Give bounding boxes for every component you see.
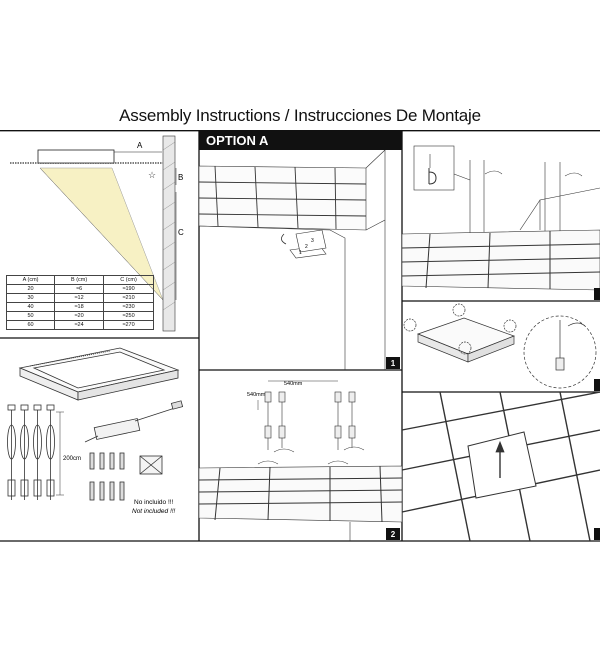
table-row: 30 ≈12 ≈210 [5, 293, 154, 303]
table-header-row: A (cm) B (cm) C (cm) [5, 275, 154, 285]
step-badges [386, 288, 600, 540]
callout-1: 1 [299, 250, 302, 256]
table-cell: ≈24 [54, 320, 105, 330]
not-included-en: Not included !!! [132, 508, 176, 515]
table-cell: ≈210 [103, 293, 154, 303]
page-title: Assembly Instructions / Instrucciones De… [119, 106, 481, 125]
table-cell: ≈18 [54, 302, 105, 312]
step-1-badge: 1 [391, 359, 396, 368]
table-cell: 20 [5, 284, 56, 294]
step5-illustration [401, 391, 600, 542]
step4-illustration [403, 303, 597, 389]
table-cell: 30 [5, 293, 56, 303]
table-row: 60 ≈24 ≈270 [5, 320, 154, 330]
package-contents [7, 347, 184, 501]
callout-2: 2 [305, 244, 308, 250]
beam-diagram: ☆ A B C [10, 135, 184, 332]
table-cell: 50 [5, 311, 56, 321]
table-cell: ≈270 [103, 320, 154, 330]
table-cell: ≈20 [54, 311, 105, 321]
table-cell: ≈6 [54, 284, 105, 294]
table-row: 50 ≈20 ≈250 [5, 311, 154, 321]
not-included-es: No incluido !!! [134, 499, 174, 506]
table-cell: 40 [5, 302, 56, 312]
option-a-label: OPTION A [206, 133, 269, 148]
label-c: C [178, 228, 184, 237]
step3-illustration [401, 145, 600, 291]
table-row: 20 ≈6 ≈190 [5, 284, 154, 294]
label-a: A [137, 141, 143, 150]
table-header: B (cm) [54, 275, 105, 285]
table-cell: ≈230 [103, 302, 154, 312]
table-cell: 60 [5, 320, 56, 330]
option-a-header [199, 130, 402, 150]
instruction-sheet: ☆ A B C [0, 130, 600, 542]
step2-illustration [198, 380, 403, 541]
spacing-horizontal: 540mm [284, 381, 303, 387]
cable-length: 200cm [63, 456, 81, 462]
table-cell: ≈190 [103, 284, 154, 294]
sun-icon: ☆ [148, 170, 156, 180]
dimension-table: A (cm) B (cm) C (cm) 20 ≈6 ≈190 30 ≈12 ≈… [5, 275, 154, 330]
spacing-vertical: 540mm [247, 392, 266, 398]
step-2-badge: 2 [391, 530, 396, 539]
table-cell: ≈250 [103, 311, 154, 321]
table-header: C (cm) [103, 275, 154, 285]
table-header: A (cm) [5, 275, 56, 285]
label-b: B [178, 173, 183, 182]
callout-3: 3 [311, 238, 314, 244]
table-cell: ≈12 [54, 293, 105, 303]
table-row: 40 ≈18 ≈230 [5, 302, 154, 312]
step1-illustration [198, 149, 386, 370]
